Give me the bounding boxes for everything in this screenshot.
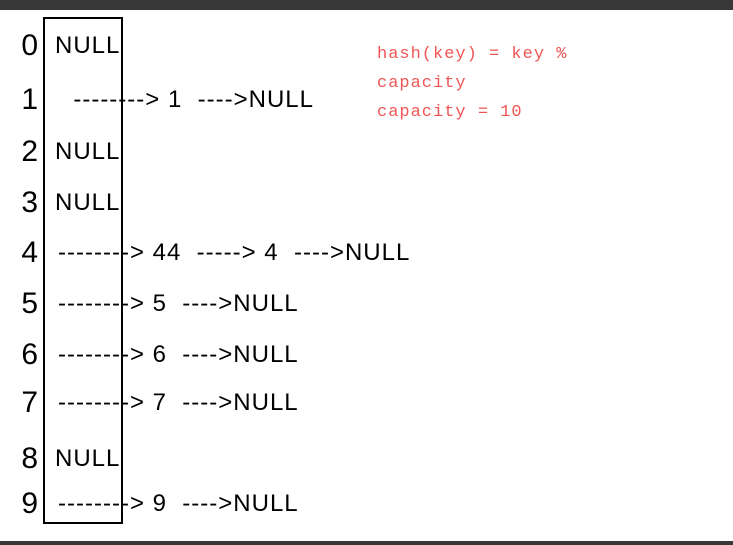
bucket-row: 0 NULL [0, 21, 733, 71]
bucket-index-label: 3 [21, 186, 38, 219]
bucket-null-text: NULL [55, 138, 121, 165]
bucket-row: 7 --------> 7 ---->NULL [0, 378, 733, 428]
bucket-index-label: 0 [21, 29, 38, 62]
bucket-chain-text: --------> 5 ---->NULL [58, 290, 299, 317]
bucket-row: 9 --------> 9 ---->NULL [0, 479, 733, 529]
annotation-line: capacity = 10 [377, 103, 523, 122]
bucket-row: 1 --------> 1 ---->NULL [0, 75, 733, 125]
bucket-row: 4 --------> 44 -----> 4 ---->NULL [0, 228, 733, 278]
top-border-bar [0, 0, 733, 10]
bucket-row: 6 --------> 6 ---->NULL [0, 330, 733, 380]
bucket-index-label: 2 [21, 135, 38, 168]
bucket-chain-text: --------> 6 ---->NULL [58, 341, 299, 368]
annotation-line: hash(key) = key % [377, 45, 568, 64]
bucket-chain-text: --------> 1 ---->NULL [58, 86, 314, 113]
bucket-null-text: NULL [55, 189, 121, 216]
bucket-array-box [43, 17, 123, 524]
bucket-index-label: 4 [21, 236, 38, 269]
bucket-index-label: 8 [21, 442, 38, 475]
bottom-border-bar [0, 541, 733, 545]
bucket-null-text: NULL [55, 32, 121, 59]
bucket-row: 2 NULL [0, 127, 733, 177]
annotation-line: capacity [377, 74, 467, 93]
hash-function-annotation: hash(key) = key % capacity capacity = 10 [377, 40, 567, 127]
bucket-index-label: 5 [21, 287, 38, 320]
bucket-index-label: 6 [21, 338, 38, 371]
bucket-index-label: 1 [21, 83, 38, 116]
bucket-row: 3 NULL [0, 178, 733, 228]
bucket-null-text: NULL [55, 445, 121, 472]
bucket-chain-text: --------> 44 -----> 4 ---->NULL [58, 239, 411, 266]
bucket-row: 5 --------> 5 ---->NULL [0, 279, 733, 329]
bucket-row: 8 NULL [0, 434, 733, 484]
bucket-chain-text: --------> 9 ---->NULL [58, 490, 299, 517]
bucket-index-label: 7 [21, 386, 38, 419]
bucket-chain-text: --------> 7 ---->NULL [58, 389, 299, 416]
bucket-index-label: 9 [21, 487, 38, 520]
